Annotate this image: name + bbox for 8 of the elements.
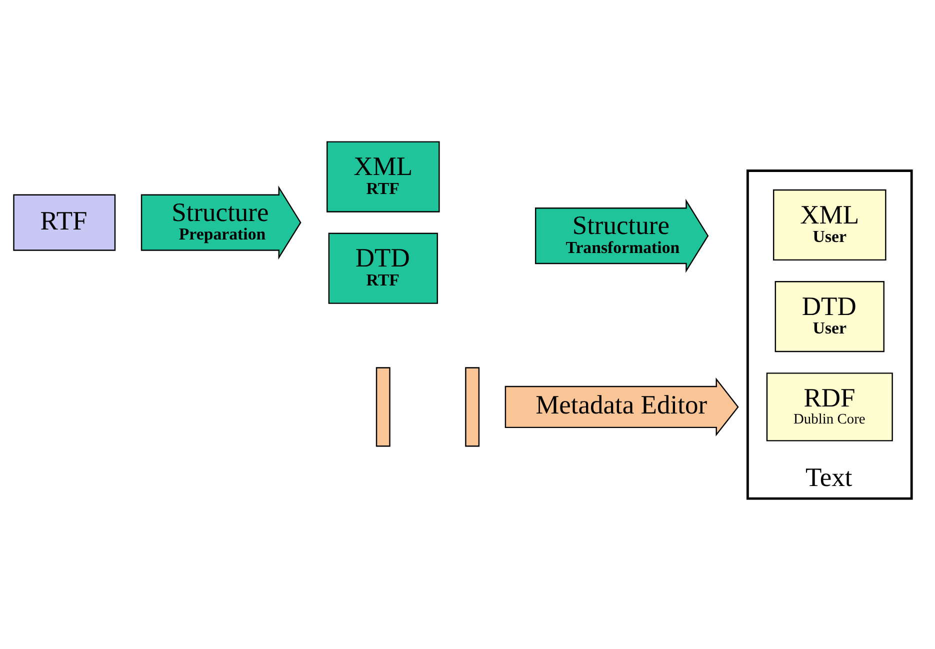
- node-box: RDF Dublin Core: [766, 372, 893, 441]
- node-box: DTD User: [774, 280, 884, 352]
- node-box: XML RTF: [326, 140, 440, 212]
- node-bar: [465, 366, 480, 446]
- node-box: XML User: [773, 188, 886, 260]
- node-box: RTF: [13, 194, 116, 250]
- node-bar: [376, 366, 390, 446]
- node-box: DTD RTF: [328, 232, 438, 304]
